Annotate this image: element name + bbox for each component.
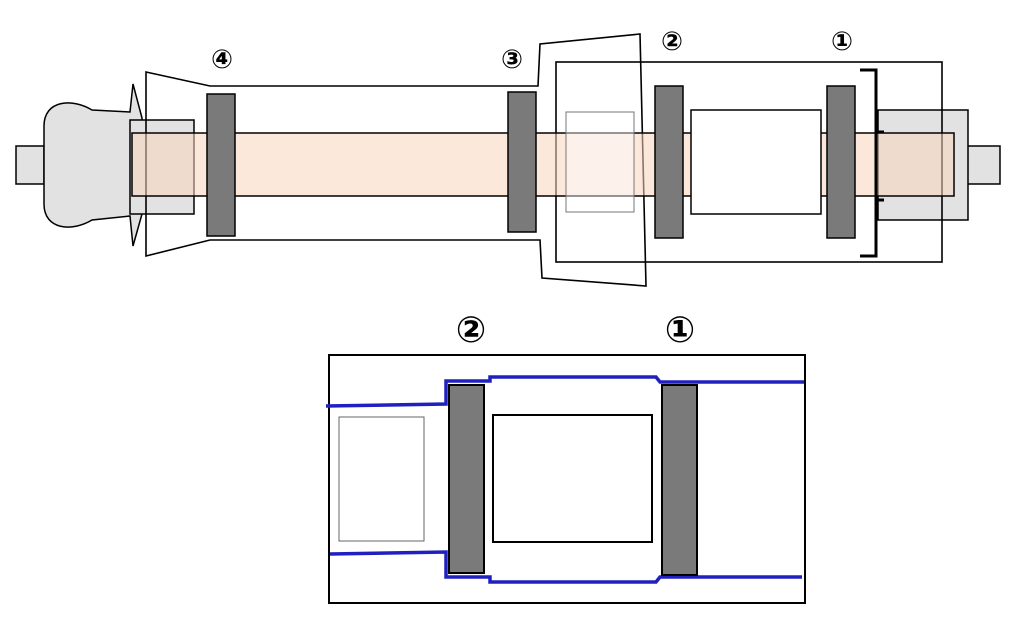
bearing-1 [826,85,856,239]
housing-profile-top [325,375,804,408]
detail-bearing-spacer [492,414,653,543]
inner-sleeve-left [565,111,635,213]
right-bracket [860,68,884,258]
bearing-2 [654,85,684,239]
detail-bearing-2 [448,384,485,574]
label-bearing-3: ③ [501,45,523,75]
hub-shell-outline [145,33,647,287]
label-bearing-2: ② [661,27,683,57]
label-bearing-4: ④ [211,45,233,75]
detail-bearing-1 [661,384,698,576]
label-detail-bearing-2: ② [456,310,486,351]
right-axle-end [965,145,1001,185]
left-skewer-lever [43,83,143,247]
detail-inner-sleeve [338,416,425,542]
bearing-spacer [690,109,822,215]
detail-view: ② ① [325,310,806,604]
bearing-4 [206,93,236,237]
label-detail-bearing-1: ① [665,310,695,351]
housing-profile-bottom [329,550,802,584]
assembly-view: ④ ③ ② ① [15,27,1001,287]
left-axle-end [15,145,45,185]
bearing-3 [507,91,537,233]
label-bearing-1: ① [831,27,853,57]
